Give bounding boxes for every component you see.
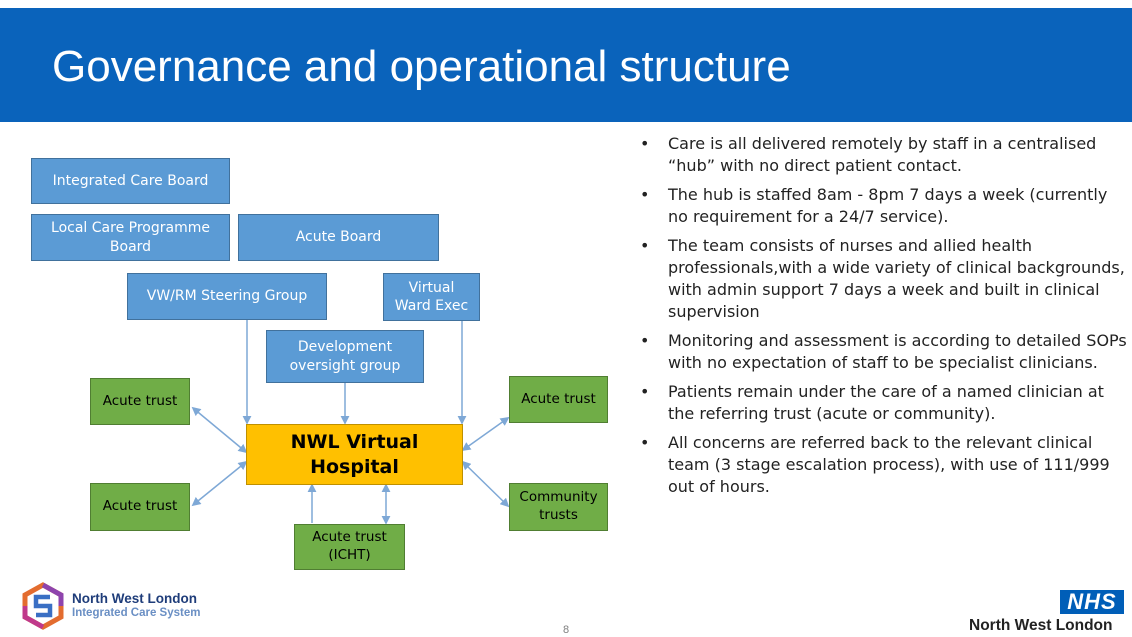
bullet-text: Monitoring and assessment is according t… — [668, 331, 1127, 372]
bullet-item: • The team consists of nurses and allied … — [638, 235, 1128, 323]
bullet-item: • Care is all delivered remotely by staff… — [638, 133, 1128, 177]
bullet-symbol: • — [640, 382, 650, 401]
nwl-ics-logo-icon — [22, 582, 64, 630]
bullet-text: The hub is staffed 8am - 8pm 7 days a we… — [668, 185, 1108, 226]
acute-trust-box-bottom-left: Acute trust — [90, 483, 190, 531]
title-banner: Governance and operational structure — [0, 8, 1132, 122]
nhs-logo: NHS — [1060, 589, 1124, 614]
bullet-text: Care is all delivered remotely by staff … — [668, 134, 1097, 175]
acute-trust-icht-box: Acute trust (ICHT) — [294, 524, 405, 570]
arrow-hub-acute-trust-tl — [191, 406, 248, 454]
org-subtitle: Integrated Care System — [72, 607, 201, 619]
development-oversight-group-box: Development oversight group — [266, 330, 424, 383]
org-name: North West London — [72, 591, 197, 606]
bullet-text: The team consists of nurses and allied h… — [668, 236, 1125, 321]
bullet-symbol: • — [640, 236, 650, 255]
bullet-item: • The hub is staffed 8am - 8pm 7 days a w… — [638, 184, 1128, 228]
page-number: 8 — [563, 624, 570, 636]
steering-group-box: VW/RM Steering Group — [127, 273, 327, 320]
nhs-region-label: North West London — [969, 617, 1113, 634]
acute-trust-box-top-left: Acute trust — [90, 378, 190, 425]
arrow-hub-community-trusts — [461, 460, 510, 508]
bullet-list: • Care is all delivered remotely by staff… — [638, 133, 1128, 505]
bullet-text: All concerns are referred back to the re… — [668, 433, 1110, 496]
bullet-symbol: • — [640, 433, 650, 452]
community-trusts-box: Community trusts — [509, 483, 608, 531]
bullet-item: • All concerns are referred back to the r… — [638, 432, 1128, 498]
acute-board-box: Acute Board — [238, 214, 439, 261]
virtual-ward-exec-box: Virtual Ward Exec — [383, 273, 480, 321]
bullet-item: • Monitoring and assessment is according … — [638, 330, 1128, 374]
slide-title: Governance and operational structure — [52, 42, 791, 91]
arrow-hub-acute-trust-bl — [191, 460, 248, 507]
bullet-symbol: • — [640, 134, 650, 153]
bullet-text: Patients remain under the care of a name… — [668, 382, 1104, 423]
acute-trust-box-top-right: Acute trust — [509, 376, 608, 423]
bullet-item: • Patients remain under the care of a nam… — [638, 381, 1128, 425]
arrow-hub-acute-trust-tr — [461, 416, 510, 452]
local-care-programme-board-box: Local Care Programme Board — [31, 214, 230, 261]
bullet-symbol: • — [640, 185, 650, 204]
nwl-virtual-hospital-hub: NWL Virtual Hospital — [246, 424, 463, 485]
bullet-symbol: • — [640, 331, 650, 350]
integrated-care-board-box: Integrated Care Board — [31, 158, 230, 204]
